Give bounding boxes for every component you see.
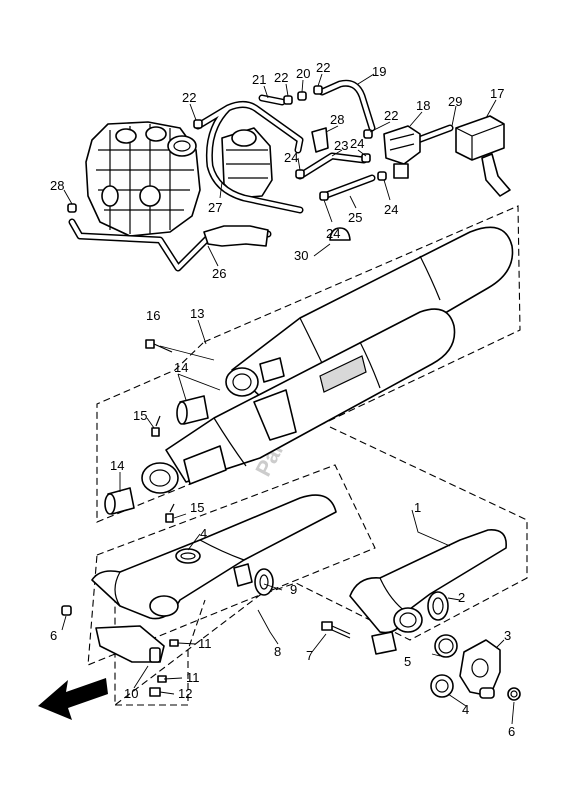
exhaust-pipe-1 (349, 529, 507, 655)
bolt-15-lower (165, 503, 175, 523)
callout-18: 18 (416, 98, 430, 113)
callout-7: 7 (306, 648, 313, 663)
nut-6-right (507, 687, 521, 701)
callout-2: 2 (458, 590, 465, 605)
callout-10: 10 (124, 686, 138, 701)
callout-22-d: 22 (384, 108, 398, 123)
bolt-16 (145, 339, 173, 353)
cap-30 (329, 227, 351, 241)
rear-cylinder-head (221, 127, 273, 199)
callout-3: 3 (504, 628, 511, 643)
callout-8: 8 (274, 644, 281, 659)
exhaust-pipe-group-outline (87, 464, 376, 666)
bolt-7 (321, 621, 351, 639)
callout-9: 9 (290, 582, 297, 597)
hose-clamps (67, 85, 387, 213)
nut-6-left (61, 605, 72, 616)
callout-29: 29 (448, 94, 462, 109)
callout-14-lower: 14 (110, 458, 124, 473)
callout-24-a: 24 (284, 150, 298, 165)
hose-bracket (311, 127, 329, 153)
callout-15-upper: 15 (133, 408, 147, 423)
callout-19: 19 (372, 64, 386, 79)
gasket-4-upper (175, 548, 201, 564)
gasket-14-lower (104, 487, 135, 515)
callout-4-lower: 4 (462, 702, 469, 717)
flange-3 (459, 639, 501, 699)
callout-20: 20 (296, 66, 310, 81)
callout-6-left: 6 (50, 628, 57, 643)
callout-17: 17 (490, 86, 504, 101)
callout-11-upper: 11 (198, 636, 212, 651)
callout-22-a: 22 (274, 70, 288, 85)
air-filter-case-17 (455, 115, 511, 197)
callout-labels: 1 2 3 4 4 5 6 6 7 8 9 10 11 11 12 13 14 … (50, 60, 515, 739)
callout-12: 12 (178, 686, 192, 701)
callout-13: 13 (190, 306, 204, 321)
exhaust-pipe-2-outline (115, 599, 206, 706)
gasket-9 (254, 568, 274, 596)
gasket-5 (434, 634, 458, 658)
front-direction-arrow-icon (38, 678, 108, 720)
callout-24-d: 24 (326, 226, 340, 241)
cylinder-head (85, 121, 201, 237)
callout-21: 21 (252, 72, 266, 87)
callout-24-b: 24 (350, 136, 364, 151)
gasket-4-lower (430, 674, 454, 698)
muffler-upper (225, 226, 514, 399)
muffler-group-outline (96, 205, 521, 523)
callout-16: 16 (146, 308, 160, 323)
muffler-lower (141, 308, 456, 494)
callout-22-c: 22 (182, 90, 196, 105)
bolt-15-upper (151, 415, 161, 437)
exhaust-pipe-8 (91, 494, 337, 663)
callout-30: 30 (294, 248, 308, 263)
gasket-2 (427, 591, 449, 621)
callout-6-right: 6 (508, 724, 515, 739)
callout-28-right: 28 (330, 112, 344, 127)
callout-25: 25 (348, 210, 362, 225)
callout-26: 26 (212, 266, 226, 281)
callout-14-upper: 14 (174, 360, 188, 375)
reed-valve-18 (383, 125, 421, 179)
callout-15-lower: 15 (190, 500, 204, 515)
callout-5: 5 (404, 654, 411, 669)
callout-28-left: 28 (50, 178, 64, 193)
callout-22-b: 22 (316, 60, 330, 75)
callout-4-upper: 4 (200, 526, 207, 541)
leader-lines (61, 73, 515, 725)
pipe-joint (203, 225, 269, 247)
gasket-14-upper (176, 395, 209, 425)
callout-11-lower: 11 (186, 670, 200, 685)
callout-27: 27 (208, 200, 222, 215)
callout-23: 23 (334, 138, 348, 153)
callout-1: 1 (414, 500, 421, 515)
callout-24-c: 24 (384, 202, 398, 217)
